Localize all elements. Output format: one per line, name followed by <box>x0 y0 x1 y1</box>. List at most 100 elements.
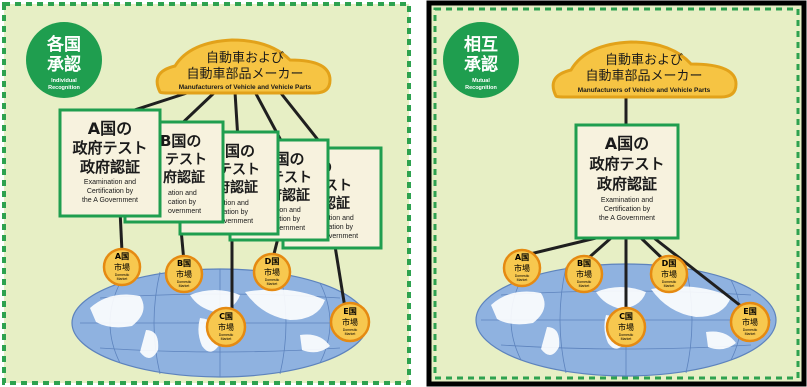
maker-label-en: Manufacturers of Vehicle and Vehicle Par… <box>578 87 711 94</box>
svg-text:市場: 市場 <box>114 262 130 272</box>
svg-text:A国: A国 <box>515 252 529 262</box>
box-a-en1: Examination and <box>601 197 653 204</box>
svg-text:Domestic: Domestic <box>177 280 192 284</box>
maker-label-jp1: 自動車および <box>206 51 284 66</box>
svg-text:Market: Market <box>267 282 278 286</box>
svg-text:Market: Market <box>745 332 756 336</box>
svg-text:市場: 市場 <box>264 267 280 277</box>
badge-label-jp-line2: 承認 <box>464 54 498 75</box>
maker-label-jp2: 自動車部品メーカー <box>186 67 303 82</box>
svg-text:Market: Market <box>221 337 232 341</box>
svg-text:市場: 市場 <box>342 317 358 327</box>
box-b-en3: overnment <box>168 208 201 215</box>
mutual-recognition-badge: 相互 承認 Mutual Recognition <box>443 22 519 98</box>
manufacturer-car: 自動車および 自動車部品メーカー Manufacturers of Vehicl… <box>551 40 738 99</box>
box-a-en2: Certification by <box>87 188 134 195</box>
svg-text:Market: Market <box>517 278 528 282</box>
box-a-jp1: A国の <box>605 134 649 153</box>
svg-text:Domestic: Domestic <box>743 328 758 332</box>
svg-text:市場: 市場 <box>218 322 234 332</box>
box-a-en1: Examination and <box>84 179 136 186</box>
badge-label-en2: Recognition <box>48 85 80 91</box>
box-d-en1: ation and <box>272 207 301 214</box>
svg-text:D国: D国 <box>265 256 280 266</box>
certification-box-a: A国の 政府テスト 政府認証 Examination and Certifica… <box>58 108 162 218</box>
svg-text:Market: Market <box>179 284 190 288</box>
connector-lines <box>525 96 747 312</box>
box-c-jp2: テスト <box>218 162 260 178</box>
svg-text:Market: Market <box>664 284 675 288</box>
svg-text:Market: Market <box>621 337 632 341</box>
box-a-en2: Certification by <box>604 206 651 213</box>
svg-text:市場: 市場 <box>576 269 592 279</box>
market-d: D国 市場 Domestic Market <box>252 252 292 292</box>
maker-label-jp2: 自動車部品メーカー <box>585 69 702 84</box>
svg-text:Domestic: Domestic <box>619 333 634 337</box>
svg-text:Domestic: Domestic <box>219 333 234 337</box>
svg-text:市場: 市場 <box>661 269 677 279</box>
box-c-en1: ation and <box>220 200 249 207</box>
svg-text:Domestic: Domestic <box>662 280 677 284</box>
box-b-jp1: B国の <box>160 132 201 150</box>
individual-recognition-badge: 各国 承認 Individual Recognition <box>26 22 102 98</box>
box-a-jp1: A国の <box>88 119 132 138</box>
mutual-recognition-panel: 相互 承認 Mutual Recognition 自動車および 自動車部品メーカ… <box>426 0 807 387</box>
box-a-jp2: 政府テスト <box>72 139 147 157</box>
badge-label-en2: Recognition <box>465 85 497 91</box>
badge-label-jp-line2: 承認 <box>47 54 81 75</box>
maker-label-en: Manufacturers of Vehicle and Vehicle Par… <box>179 84 312 91</box>
svg-text:Domestic: Domestic <box>515 274 530 278</box>
svg-text:B国: B国 <box>177 258 191 268</box>
box-d-jp2: テスト <box>270 170 312 186</box>
market-e: E国 市場 Domestic Market <box>729 301 771 343</box>
market-d: D国 市場 Domestic Market <box>649 254 689 294</box>
market-a: A国 市場 Domestic Market <box>102 247 142 287</box>
svg-text:Domestic: Domestic <box>265 278 280 282</box>
svg-text:C国: C国 <box>619 311 633 321</box>
box-b-en1: ation and <box>168 190 197 197</box>
market-c: C国 市場 Domestic Market <box>205 306 247 348</box>
box-e-en2: cation by <box>325 224 354 231</box>
box-a-jp3: 政府認証 <box>80 158 140 176</box>
market-e: E国 市場 Domestic Market <box>329 301 371 343</box>
svg-text:Domestic: Domestic <box>577 280 592 284</box>
svg-text:E国: E国 <box>743 306 756 316</box>
svg-text:市場: 市場 <box>742 317 758 327</box>
box-a-en3: the A Government <box>82 197 138 204</box>
box-a-en3: the A Government <box>599 215 655 222</box>
market-b: B国 市場 Domestic Market <box>564 254 604 294</box>
individual-recognition-diagram: 各国 承認 Individual Recognition 自動車および 自動車部… <box>2 2 411 385</box>
badge-label-en1: Individual <box>51 78 77 84</box>
svg-text:市場: 市場 <box>514 263 530 273</box>
box-b-jp3: 府認証 <box>163 169 205 186</box>
box-e-en1: ation and <box>325 215 354 222</box>
market-c: C国 市場 Domestic Market <box>605 306 647 348</box>
manufacturer-car: 自動車および 自動車部品メーカー Manufacturers of Vehicl… <box>155 38 332 95</box>
maker-label-jp1: 自動車および <box>605 53 683 68</box>
market-a: A国 市場 Domestic Market <box>502 248 542 288</box>
certification-box-a: A国の 政府テスト 政府認証 Examination and Certifica… <box>574 123 680 240</box>
box-b-jp2: テスト <box>165 152 207 168</box>
box-b-en2: cation by <box>168 199 197 206</box>
svg-text:C国: C国 <box>219 311 233 321</box>
svg-text:B国: B国 <box>577 258 591 268</box>
svg-text:市場: 市場 <box>176 269 192 279</box>
badge-label-en1: Mutual <box>472 78 490 84</box>
individual-recognition-panel: 各国 承認 Individual Recognition 自動車および 自動車部… <box>2 2 411 385</box>
badge-label-jp-line1: 相互 <box>464 34 498 55</box>
badge-label-jp-line1: 各国 <box>46 34 81 55</box>
svg-text:Domestic: Domestic <box>115 273 130 277</box>
svg-text:E国: E国 <box>343 306 356 316</box>
svg-text:A国: A国 <box>115 251 129 261</box>
market-b: B国 市場 Domestic Market <box>164 254 204 294</box>
svg-text:Market: Market <box>117 277 128 281</box>
svg-text:D国: D国 <box>662 258 677 268</box>
mutual-recognition-diagram: 相互 承認 Mutual Recognition 自動車および 自動車部品メーカ… <box>426 0 807 387</box>
box-c-en2: cation by <box>220 209 249 216</box>
svg-text:市場: 市場 <box>618 322 634 332</box>
box-c-en3: overnment <box>220 218 253 225</box>
box-c-jp3: 府認証 <box>216 179 258 196</box>
box-a-jp3: 政府認証 <box>597 175 657 193</box>
box-d-en2: cation by <box>272 216 301 223</box>
box-d-en3: overnment <box>272 225 305 232</box>
